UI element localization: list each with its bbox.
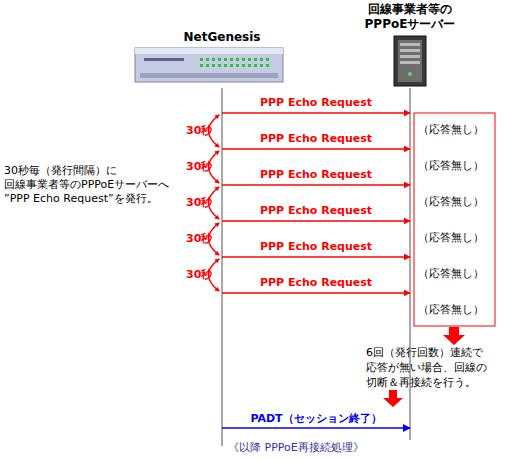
message-arrow — [222, 148, 410, 150]
status-led — [242, 58, 245, 61]
status-led — [206, 64, 209, 67]
status-led — [266, 58, 269, 61]
message-arrow — [222, 184, 410, 186]
message-arrow — [222, 256, 410, 258]
message-label: PPP Echo Request — [260, 240, 372, 253]
status-led — [248, 58, 251, 61]
participant-name: 回線事業者等の PPPoEサーバー — [354, 2, 466, 32]
message-label: PPP Echo Request — [260, 276, 372, 289]
note-text: 6回（発行回数）連続で 応答が無い場合、回線の 切断＆再接続を行う。 — [366, 345, 504, 390]
status-led — [230, 64, 233, 67]
message-label: PADT（セッション終了） — [250, 411, 381, 426]
lifeline — [222, 88, 223, 446]
footer-note: 《以降 PPPoE再接続処理》 — [228, 441, 398, 455]
response-label: （応答無し） — [418, 123, 498, 137]
status-led — [200, 64, 203, 67]
message-arrow — [222, 292, 410, 294]
status-led — [212, 58, 215, 61]
response-label: （応答無し） — [418, 195, 498, 209]
interval-label: 30秒 — [186, 160, 220, 174]
router-illustration — [130, 45, 314, 87]
status-led — [218, 58, 221, 61]
status-led — [236, 64, 239, 67]
block-arrow — [383, 390, 403, 407]
status-led — [230, 58, 233, 61]
message-label: PPP Echo Request — [260, 132, 372, 145]
status-led — [254, 64, 257, 67]
message-arrow — [222, 427, 410, 429]
status-led — [242, 64, 245, 67]
device-node: NetGenesis — [130, 30, 314, 87]
drive-bay — [400, 49, 420, 52]
drive-bay — [400, 43, 420, 46]
status-led — [266, 64, 269, 67]
router-base — [140, 73, 278, 78]
no-response-frame — [414, 113, 495, 326]
server-front — [398, 40, 422, 82]
block-arrow — [443, 327, 465, 345]
status-led — [218, 64, 221, 67]
response-label: （応答無し） — [418, 231, 498, 245]
status-led — [224, 64, 227, 67]
note-text: 30秒毎（発行間隔）に 回線事業者等のPPPoEサーバーへ ”PPP Echo … — [4, 164, 190, 206]
response-label: （応答無し） — [418, 303, 498, 317]
interval-label: 30秒 — [186, 232, 220, 246]
drive-bay — [400, 55, 420, 58]
router-body — [135, 48, 283, 82]
server-node: 回線事業者等の PPPoEサーバー — [354, 2, 466, 88]
message-arrow — [222, 112, 410, 114]
status-led — [212, 64, 215, 67]
status-led — [260, 64, 263, 67]
status-led — [224, 58, 227, 61]
message-label: PPP Echo Request — [260, 96, 372, 109]
drive-bay — [400, 61, 420, 64]
router-logo-bar — [144, 58, 184, 61]
response-label: （応答無し） — [418, 159, 498, 173]
message-label: PPP Echo Request — [260, 204, 372, 217]
participant-name: NetGenesis — [130, 30, 314, 45]
status-led — [260, 58, 263, 61]
status-led — [248, 64, 251, 67]
message-arrow — [222, 220, 410, 222]
status-led — [254, 58, 257, 61]
message-label: PPP Echo Request — [260, 168, 372, 181]
status-led — [206, 58, 209, 61]
status-led — [200, 58, 203, 61]
power-led — [408, 72, 412, 76]
server-body — [394, 36, 426, 86]
router-top — [135, 48, 283, 54]
response-label: （応答無し） — [418, 267, 498, 281]
interval-label: 30秒 — [186, 268, 220, 282]
status-led — [236, 58, 239, 61]
server-illustration — [354, 32, 466, 88]
interval-label: 30秒 — [186, 196, 220, 210]
interval-label: 30秒 — [186, 124, 220, 138]
